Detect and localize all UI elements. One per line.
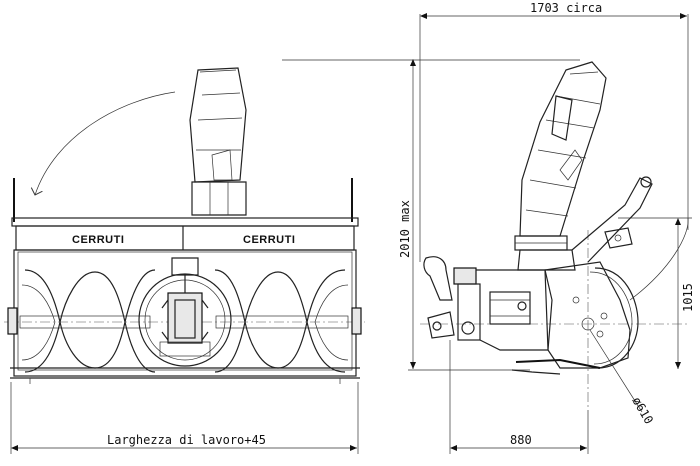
central-impeller — [138, 257, 232, 367]
side-top-link — [571, 176, 653, 263]
width-label: Larghezza di lavoro+45 — [107, 433, 266, 447]
right-skid — [351, 307, 362, 335]
side-view: 1703 circa 2010 max 1015 — [282, 1, 695, 454]
diameter-label: ø610 — [629, 395, 656, 427]
front-logo-right: CERRUTI — [243, 234, 295, 246]
front-view: CERRUTI CERRUTI — [4, 67, 365, 454]
length-label: 1703 circa — [530, 1, 602, 15]
width-dimension: Larghezza di lavoro+45 — [10, 382, 359, 454]
left-skid — [7, 307, 18, 335]
right-auger — [214, 269, 349, 373]
side-housing — [511, 261, 639, 375]
height-label: 2010 max — [398, 200, 412, 258]
front-logo-left: CERRUTI — [72, 234, 124, 246]
front-chute — [189, 67, 247, 216]
side-chute — [514, 61, 607, 271]
hitch-height-label: 1015 — [681, 283, 695, 312]
offset-label: 880 — [510, 433, 532, 447]
side-hitch — [423, 256, 553, 351]
chute-rotation-arrow — [35, 91, 176, 195]
left-auger — [19, 269, 156, 373]
